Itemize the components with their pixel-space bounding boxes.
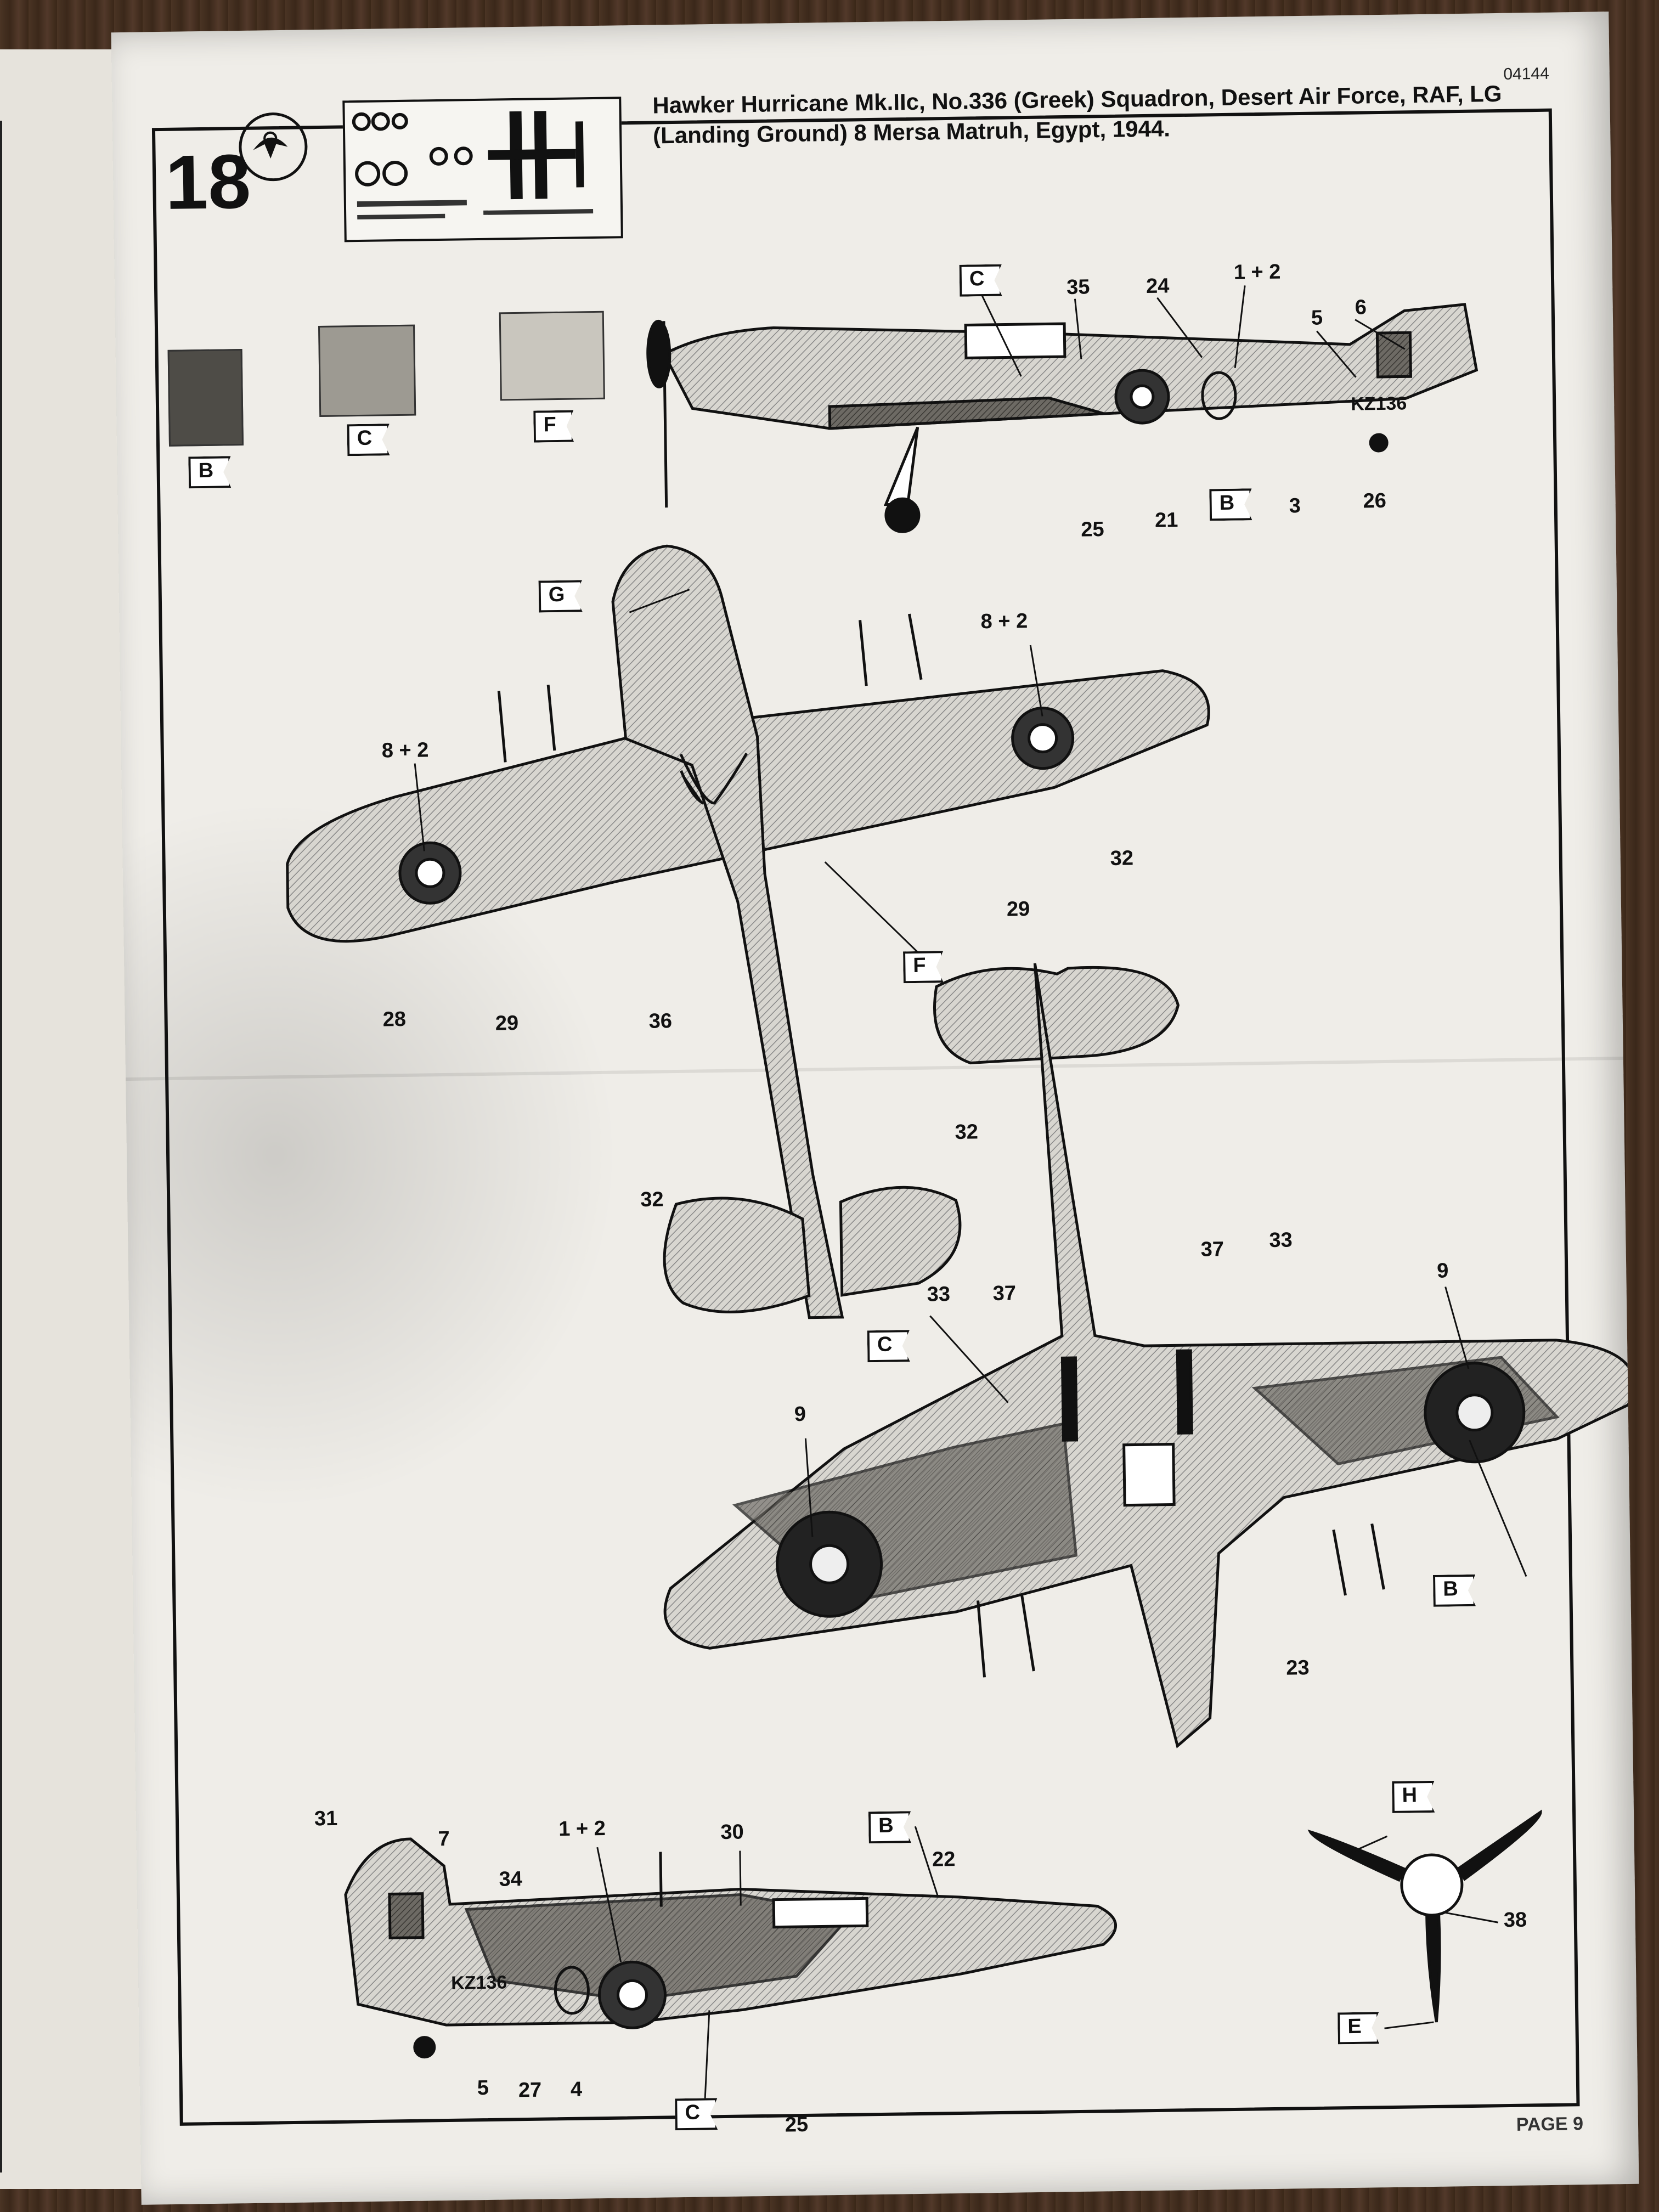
topside-view [663,963,1635,1748]
callout-35: 35 [1066,275,1090,299]
callout-38: 38 [1503,1908,1527,1932]
callout-23: 23 [1286,1656,1310,1680]
callout-3: 3 [1289,494,1301,518]
callout-7: 7 [438,1827,450,1851]
decal-sheet-icon [342,97,623,242]
callout-32-wing: 32 [1110,847,1134,870]
callout-36: 36 [648,1009,673,1033]
callout-33-left: 33 [927,1283,951,1306]
callout-4: 4 [570,2078,583,2101]
serial-kz136-left: KZ136 [450,1972,507,1994]
page-number: PAGE 9 [1516,2113,1584,2135]
callout-1-2-left: 1 + 2 [558,1816,606,1841]
callout-9-left: 9 [794,1402,806,1426]
propeller-icon [1307,1809,1542,2023]
callout-5: 5 [1311,306,1323,330]
callout-37-left: 37 [992,1282,1017,1306]
callout-34: 34 [499,1867,523,1891]
underside-view [286,544,1210,1319]
callout-21: 21 [1154,509,1178,532]
callout-6: 6 [1355,296,1367,319]
callout-32-tail-right: 32 [955,1120,979,1144]
instruction-page: 04144 18 Hawker Hurricane Mk.IIc, No.336… [111,12,1639,2205]
callout-30: 30 [720,1820,744,1844]
callout-26: 26 [1363,489,1387,513]
serial-kz136-right: KZ136 [1350,393,1407,415]
side-view-right [646,303,1479,533]
callout-28: 28 [382,1007,407,1031]
callout-27: 27 [518,2078,542,2102]
callout-29-left: 29 [495,1012,519,1035]
callout-22: 22 [932,1848,956,1871]
callout-32-tail-left: 32 [640,1188,664,1211]
squadron-emblem-icon [238,112,308,182]
callout-33-right: 33 [1269,1228,1293,1252]
callout-8-2-left: 8 + 2 [381,738,429,763]
callout-24: 24 [1146,274,1170,298]
side-view-left [344,1837,1118,2059]
callout-1-2: 1 + 2 [1233,260,1281,284]
callout-25-left: 25 [785,2113,809,2137]
callout-25: 25 [1081,518,1104,541]
callout-5-left: 5 [477,2076,489,2100]
callout-37-right: 37 [1200,1238,1224,1261]
callout-29-right: 29 [1006,898,1030,921]
callout-31: 31 [314,1807,338,1831]
aircraft-drawings [286,285,1635,2098]
callout-8-2-right: 8 + 2 [980,610,1028,634]
callout-9-right: 9 [1436,1259,1449,1283]
